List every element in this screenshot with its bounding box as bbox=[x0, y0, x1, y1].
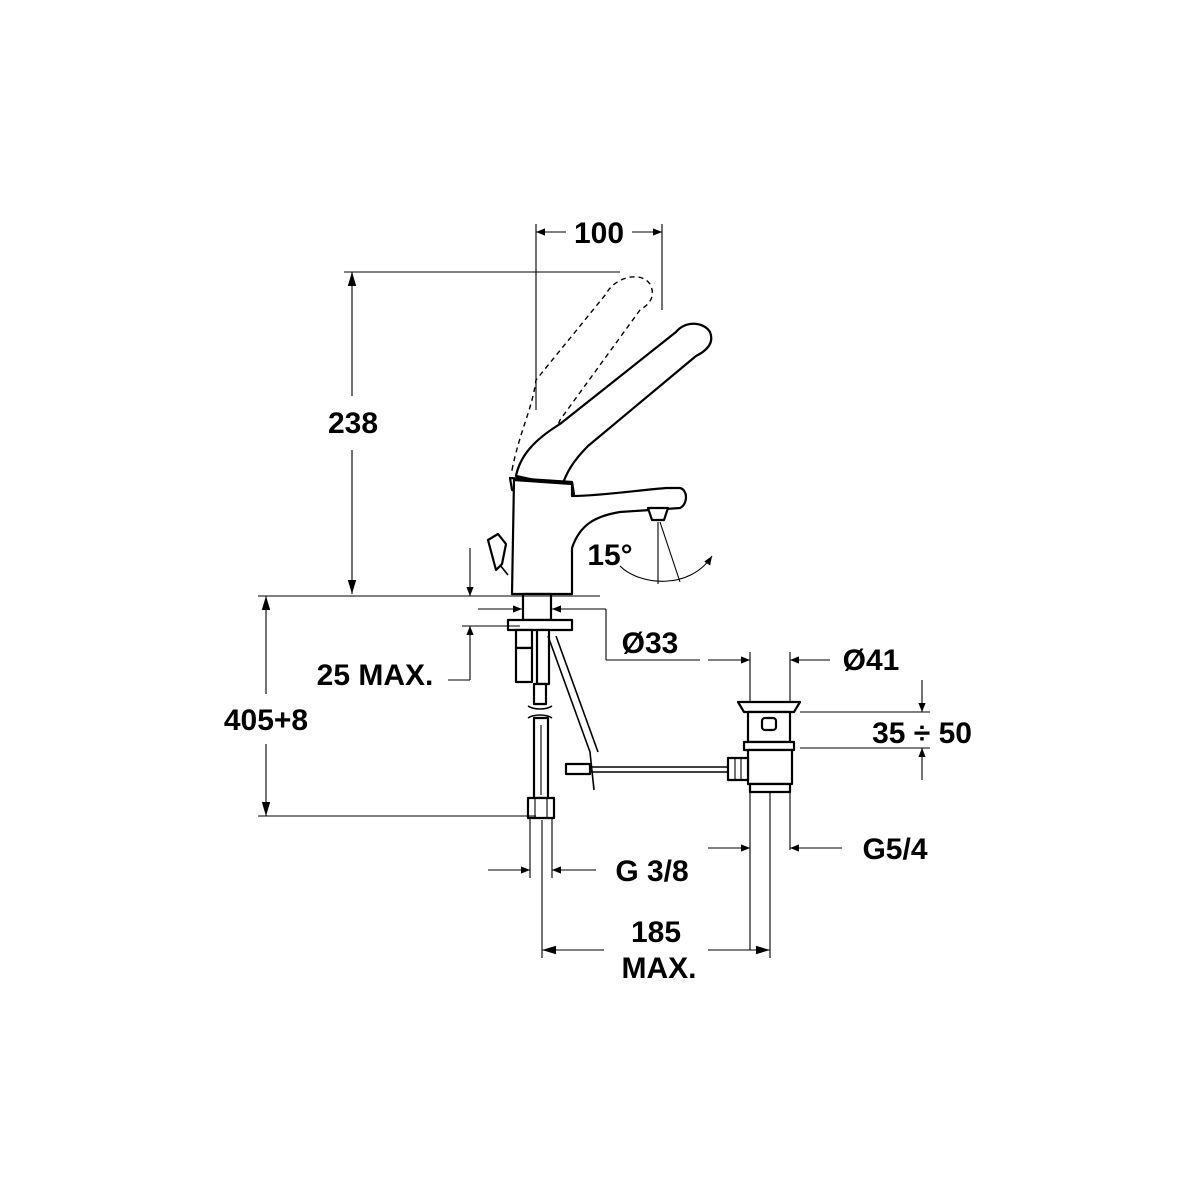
dim-supply-thread: G 3/8 bbox=[615, 855, 688, 888]
dim-spout-reach: 100 bbox=[574, 217, 624, 250]
mounting-stem bbox=[521, 592, 553, 622]
tap-assembly bbox=[486, 276, 728, 820]
hose-nut bbox=[526, 796, 556, 820]
waste-slot bbox=[760, 716, 778, 732]
pop-up-knob bbox=[486, 532, 508, 572]
dim-deck-thickness: 25 MAX. bbox=[317, 659, 434, 692]
flexible-hose bbox=[532, 682, 548, 706]
mounting-washer bbox=[506, 618, 574, 632]
dim-waste-distance: 185 bbox=[631, 916, 681, 949]
dim-body-diameter: Ø33 bbox=[622, 627, 679, 660]
lever-handle bbox=[514, 322, 713, 488]
waste-tailpiece bbox=[748, 782, 792, 794]
dim-waste-diameter: Ø41 bbox=[843, 644, 900, 677]
tap-body bbox=[510, 478, 688, 596]
waste-valve bbox=[726, 700, 802, 794]
dimension-lines bbox=[258, 224, 930, 958]
overflow-connector bbox=[726, 756, 750, 782]
waste-flange bbox=[736, 700, 802, 714]
dim-waste-thread: G5/4 bbox=[862, 833, 927, 866]
dim-waste-range: 35 ÷ 50 bbox=[872, 717, 972, 750]
dim-waste-distance-suffix: MAX. bbox=[622, 952, 697, 985]
pop-up-rod bbox=[547, 635, 595, 791]
aerator bbox=[646, 506, 670, 522]
dim-height: 238 bbox=[328, 407, 378, 440]
dimension-labels: 100 238 15° Ø33 25 MAX. 405+8 Ø41 35 ÷ 5… bbox=[224, 217, 972, 985]
dim-connection-length: 405+8 bbox=[224, 704, 308, 737]
dim-spout-angle: 15° bbox=[587, 539, 632, 572]
